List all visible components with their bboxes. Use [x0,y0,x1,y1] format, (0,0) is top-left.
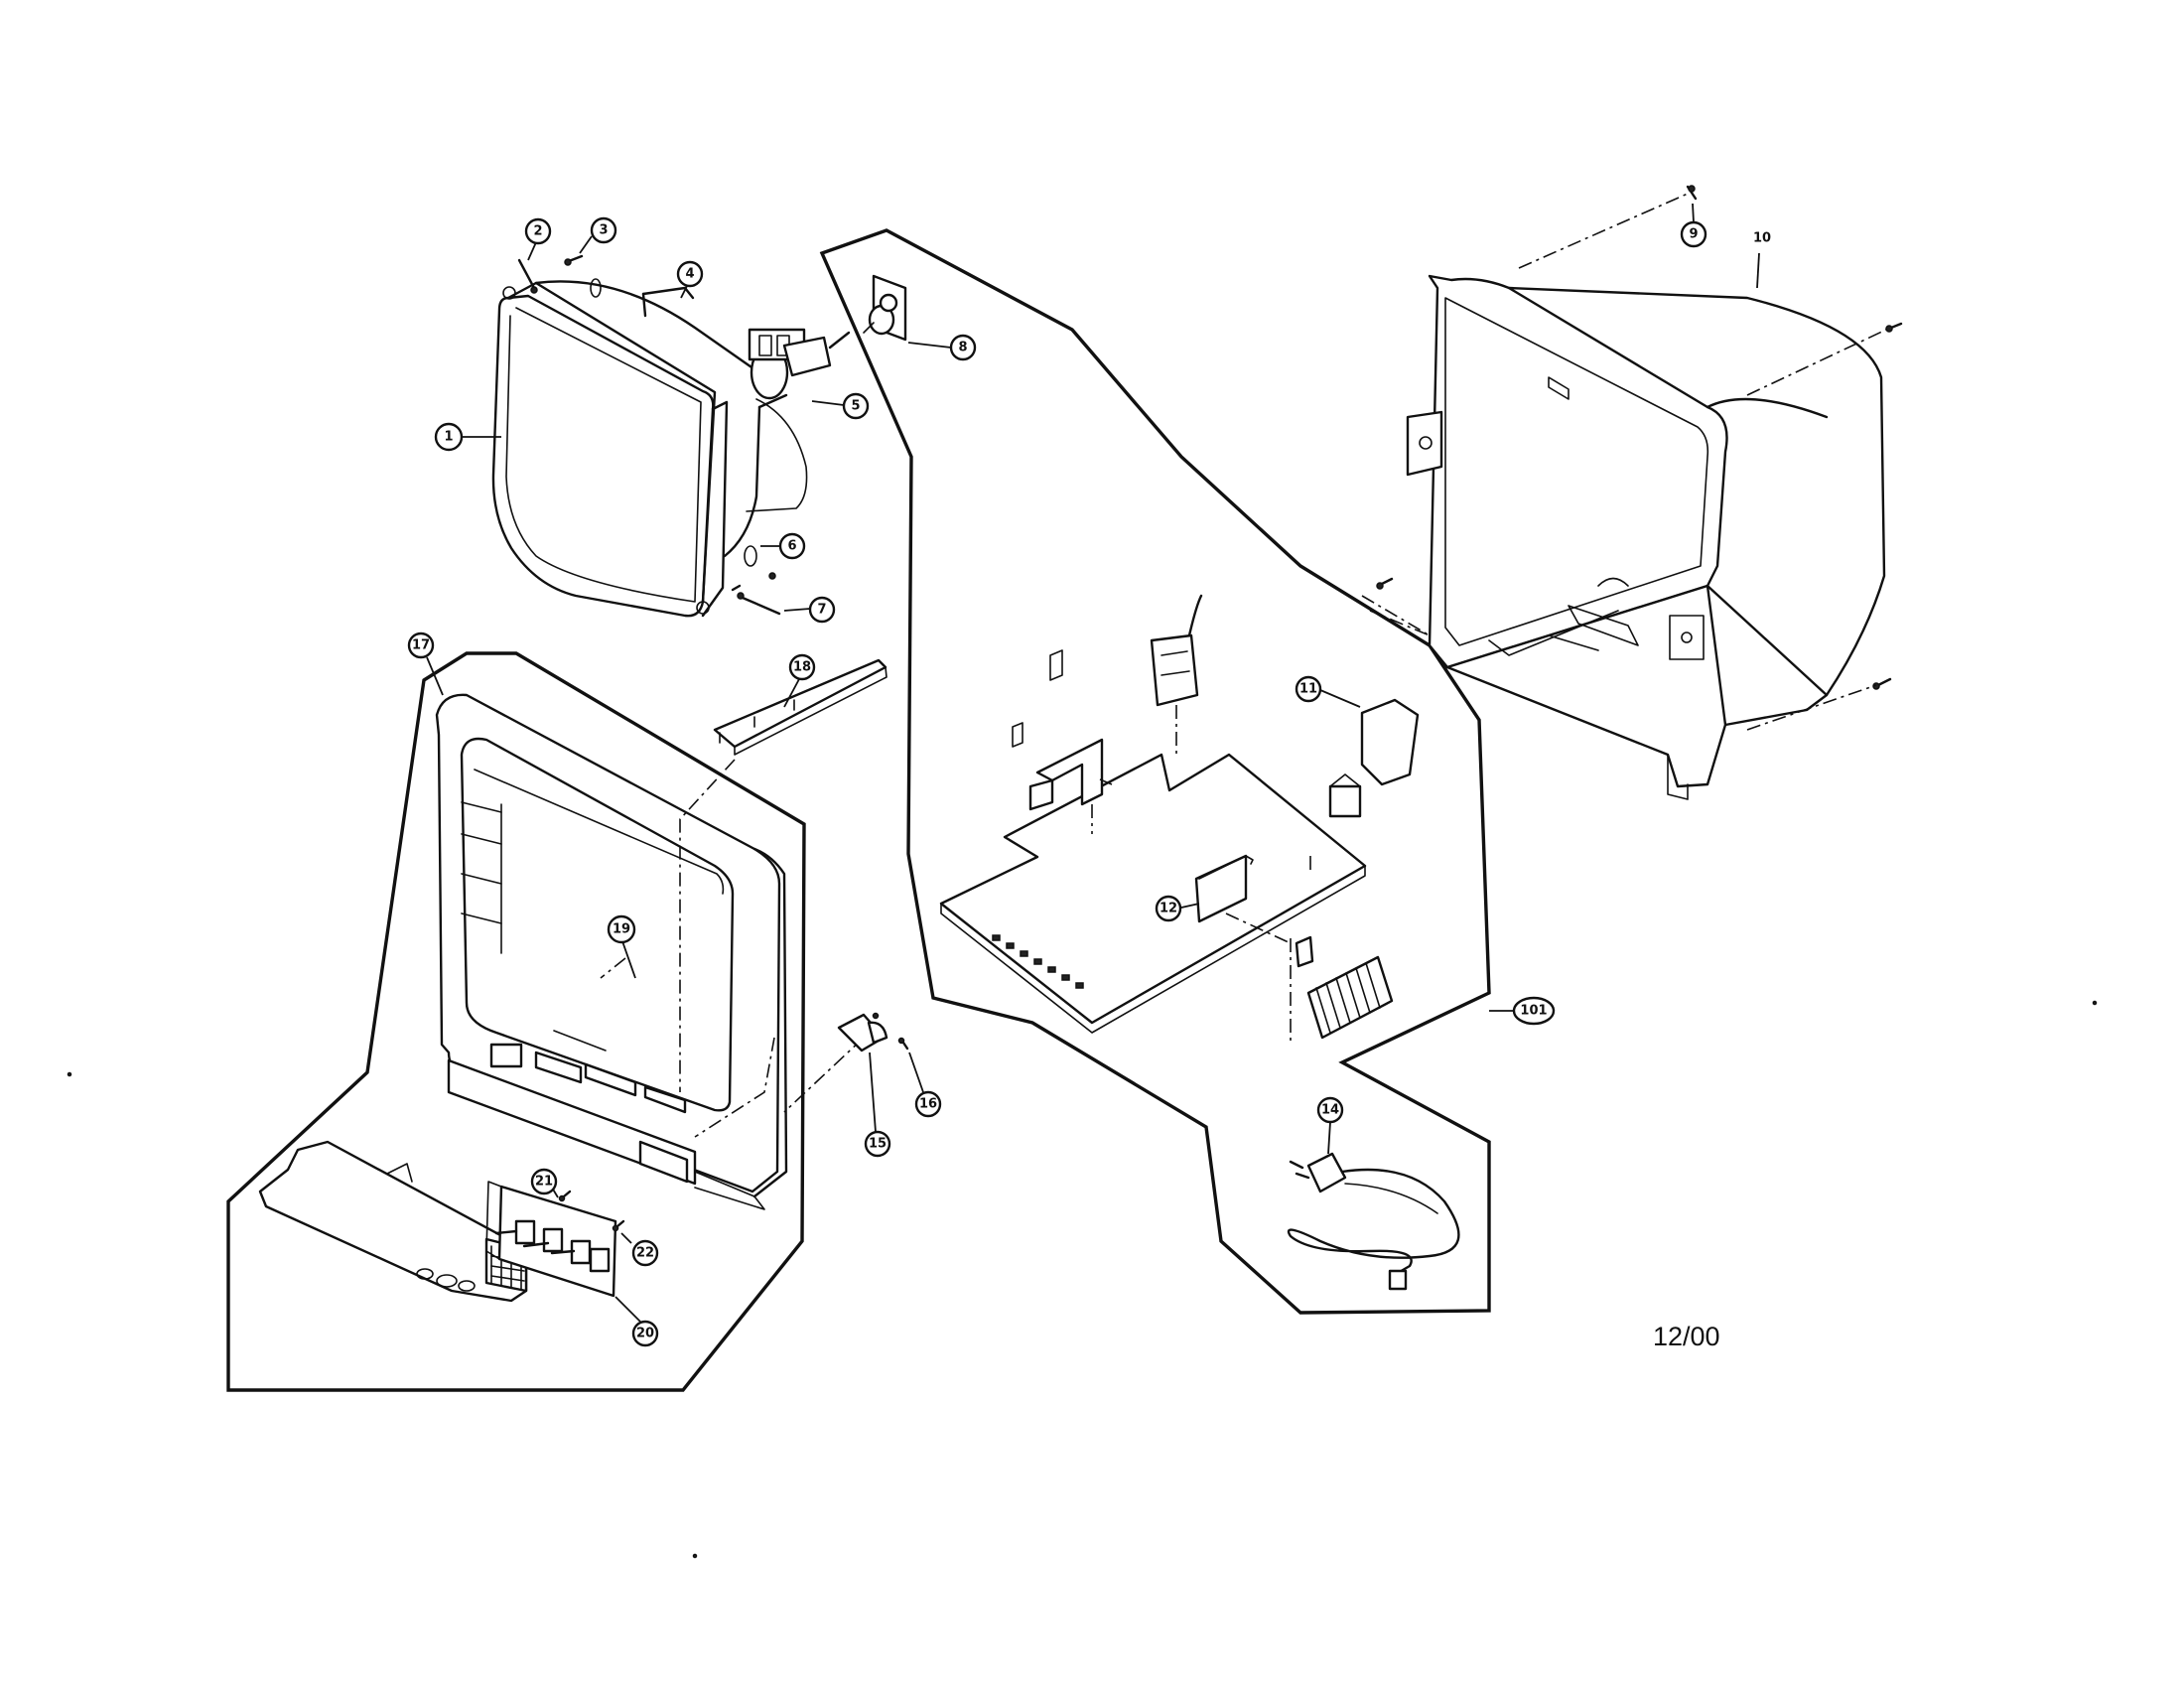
callout-7: 7 [783,596,836,624]
svg-text:12: 12 [1160,902,1177,916]
svg-text:14: 14 [1321,1103,1339,1118]
svg-text:10: 10 [1753,231,1771,246]
svg-text:2: 2 [533,224,542,239]
svg-text:8: 8 [958,341,967,355]
svg-text:9: 9 [1689,227,1698,242]
svg-text:15: 15 [869,1137,887,1152]
callout-15: 15 [864,1052,891,1158]
callout-10: 10 [1753,231,1771,289]
callout-12: 12 [1155,895,1200,922]
callout-19: 19 [607,914,636,979]
callout-101: 101 [1489,996,1556,1026]
front-cabinet [435,658,909,1210]
callout-4: 4 [676,260,704,299]
rear-cabinet [1361,185,1903,800]
power-cord [1287,1152,1460,1291]
callout-9: 9 [1680,203,1707,248]
svg-text:4: 4 [685,267,694,282]
callout-11: 11 [1295,675,1361,708]
svg-text:20: 20 [636,1327,654,1341]
main-chassis-board [939,594,1420,1043]
svg-text:17: 17 [412,638,430,653]
callout-18: 18 [783,653,816,708]
svg-text:6: 6 [787,539,796,554]
svg-text:18: 18 [793,660,811,675]
svg-text:22: 22 [636,1246,654,1261]
callout-22: 22 [620,1232,659,1267]
svg-text:3: 3 [599,223,608,238]
callout-6: 6 [760,532,806,560]
callout-1: 1 [434,422,501,452]
svg-text:5: 5 [851,399,860,414]
control-panel-parts [258,1140,625,1303]
revision-date: 12/00 [1653,1322,1720,1351]
callout-20: 20 [614,1296,659,1347]
front-cabinet-group-outline [226,651,806,1392]
callout-14: 14 [1316,1096,1344,1155]
callout-21: 21 [530,1168,559,1198]
svg-text:19: 19 [613,922,630,937]
svg-text:21: 21 [535,1175,553,1190]
part-8 [863,274,907,342]
svg-text:11: 11 [1299,682,1317,697]
callout-16: 16 [908,1052,942,1118]
picture-tube-assembly [491,254,851,618]
pcb-front-jacks [992,934,1084,989]
callout-8: 8 [907,334,977,361]
callout-17: 17 [407,632,444,696]
chassis-group-outline [819,228,1491,1315]
callout-2: 2 [524,217,552,261]
callout-3: 3 [579,216,617,254]
svg-text:7: 7 [817,603,826,618]
svg-text:16: 16 [919,1097,937,1112]
callout-5: 5 [811,392,870,420]
heatsink [1295,935,1394,1040]
svg-text:101: 101 [1520,1004,1547,1019]
svg-text:1: 1 [444,430,453,445]
